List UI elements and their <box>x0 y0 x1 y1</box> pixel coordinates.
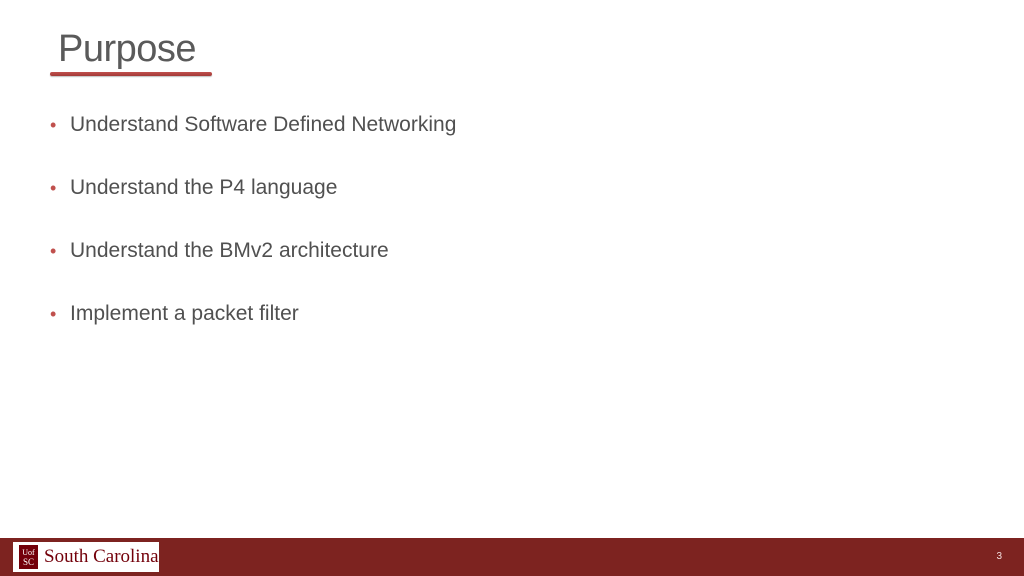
university-logo: Uof SC South Carolina <box>13 542 159 572</box>
svg-text:SC: SC <box>23 557 34 567</box>
svg-text:Uof: Uof <box>22 548 35 557</box>
bullet-item: • Implement a packet filter <box>50 297 456 331</box>
bullet-icon: • <box>50 304 57 324</box>
title-underline <box>50 72 212 76</box>
slide-title: Purpose <box>58 28 197 70</box>
bullet-item: • Understand the P4 language <box>50 171 456 205</box>
bullet-text: Understand Software Defined Networking <box>70 113 457 136</box>
bullet-icon: • <box>50 178 57 198</box>
logo-text: South Carolina <box>44 546 159 567</box>
bullet-icon: • <box>50 241 57 261</box>
bullet-icon: • <box>50 115 57 135</box>
uofsc-seal-icon: Uof SC <box>19 545 38 569</box>
bullet-text: Implement a packet filter <box>70 302 299 325</box>
bullet-list: • Understand Software Defined Networking… <box>50 108 456 360</box>
bullet-text: Understand the P4 language <box>70 176 338 199</box>
bullet-item: • Understand Software Defined Networking <box>50 108 456 142</box>
bullet-item: • Understand the BMv2 architecture <box>50 234 456 268</box>
bullet-text: Understand the BMv2 architecture <box>70 239 389 262</box>
page-number: 3 <box>996 551 1002 562</box>
footer-bar: Uof SC South Carolina 3 <box>0 538 1024 576</box>
